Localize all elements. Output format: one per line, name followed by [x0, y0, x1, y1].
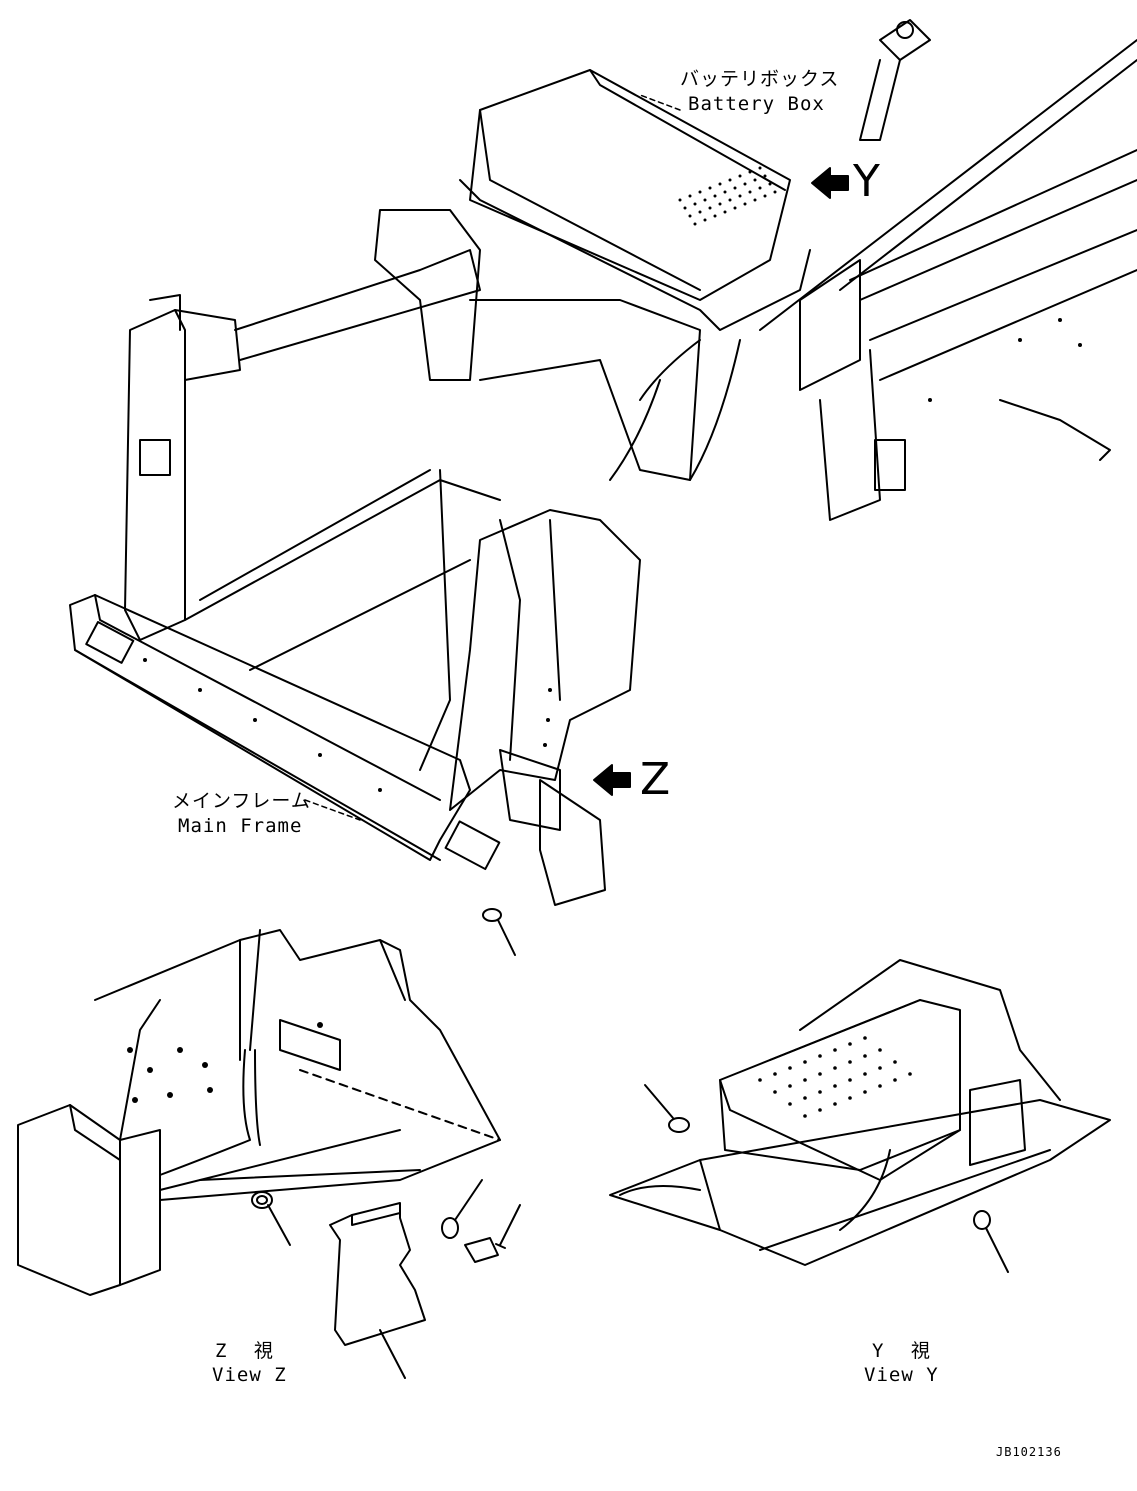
- arrow-y-label: Y: [853, 156, 880, 207]
- washer: [441, 1217, 459, 1239]
- view-y-label-en: View Y: [864, 1364, 939, 1386]
- main-frame-assembly: [69, 19, 1137, 956]
- main-frame-label-jp: メインフレーム: [172, 790, 311, 812]
- arrow-z-label: Z: [640, 754, 671, 805]
- main-frame-label-en: Main Frame: [178, 815, 303, 837]
- view-z-label-jp: Z 視: [215, 1340, 274, 1362]
- nut: [251, 1191, 273, 1209]
- bolt: [464, 1237, 499, 1263]
- battery-box-label-en: Battery Box: [688, 93, 825, 115]
- plug-left: [668, 1117, 690, 1133]
- battery-box-label-jp: バッテリボックス: [680, 68, 840, 90]
- view-y-label-jp: Y 視: [872, 1340, 931, 1362]
- cover-plate: [329, 1202, 426, 1346]
- arrow-z-icon: [593, 764, 631, 796]
- plug-right: [973, 1210, 991, 1230]
- view-y-detail: [609, 959, 1111, 1273]
- view-y-vent: [758, 1036, 912, 1118]
- view-z-detail: [17, 929, 521, 1379]
- arrow-y-icon: [811, 167, 849, 199]
- drawing-code: JB102136: [996, 1445, 1062, 1459]
- battery-box-vent: [678, 166, 777, 226]
- view-z-label-en: View Z: [212, 1364, 287, 1386]
